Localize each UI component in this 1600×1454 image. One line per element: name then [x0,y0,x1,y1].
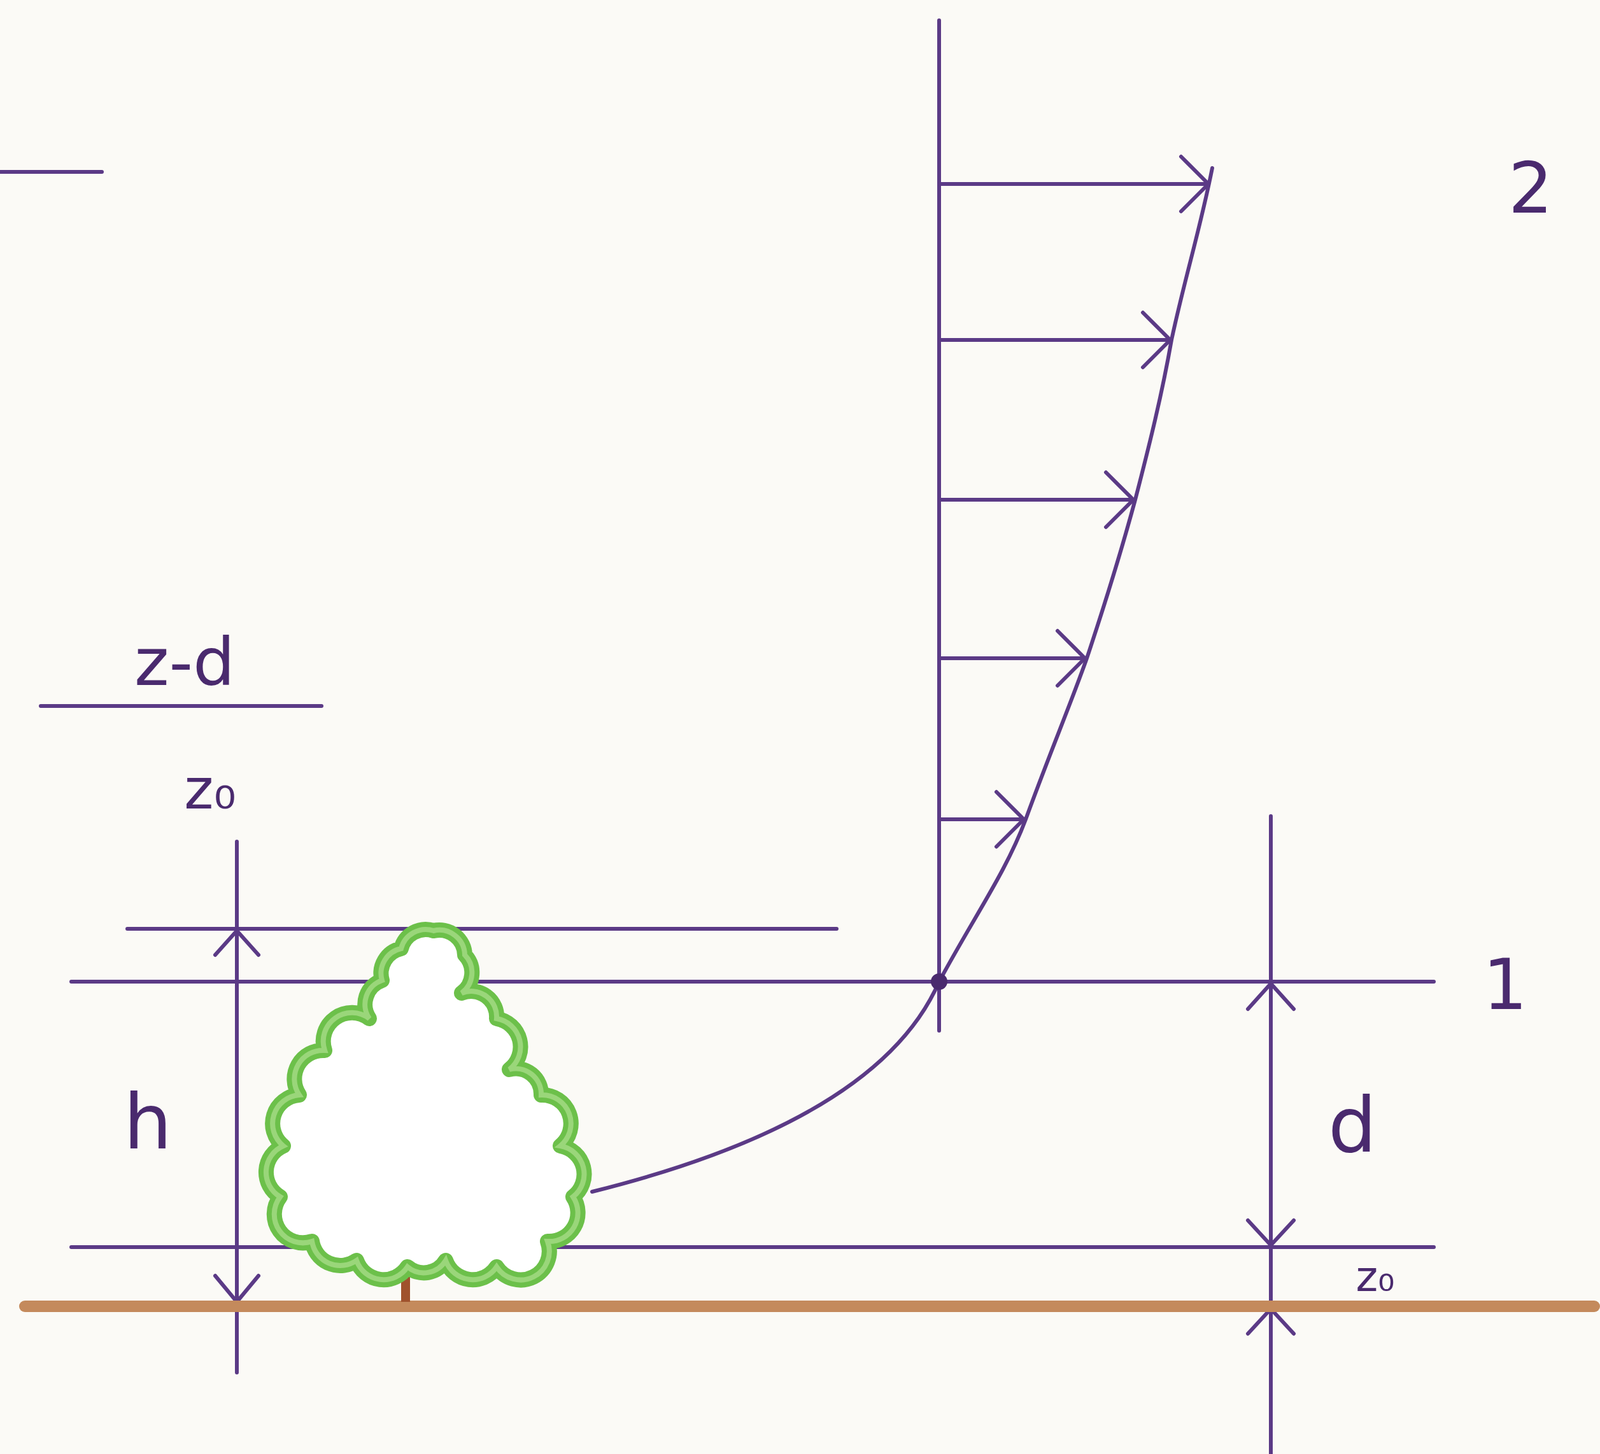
arrowhead [215,930,259,956]
height-dimension [234,841,239,1373]
level-number: 1 [1482,949,1528,1020]
arrowhead [215,1275,259,1303]
level-number: 2 [1508,153,1553,224]
tree-crown [266,929,585,1280]
profile-axis [937,20,942,1031]
velocity-arrow [939,497,1134,502]
dimension-label: z₀ [1355,1256,1395,1299]
ground [19,1300,1600,1313]
arrowhead [1057,630,1085,686]
arrowhead [1247,1309,1294,1334]
arrowhead [1105,472,1134,528]
origin-dot [930,973,948,991]
velocity-arrow [939,656,1085,661]
formula-numerator: z-d [134,629,235,696]
arrowhead [1247,1220,1294,1246]
velocity-arrow [939,817,1024,822]
tree-highlight [266,929,585,1280]
dimension-label: h [123,1084,172,1161]
velocity-arrow [939,182,1209,186]
arrowhead [996,792,1024,847]
fraction-bar [40,704,322,708]
displacement-line [71,979,1434,984]
formula-fragment [0,169,102,174]
canopy-height-line [127,927,837,931]
dimension-label: d [1328,1087,1377,1164]
arrowhead [1247,983,1294,1010]
arrowhead [1142,312,1171,368]
formula-denominator: z₀ [184,761,236,818]
roughness-line [71,1245,1434,1250]
velocity-arrow [939,338,1171,342]
log-profile-curve [592,168,1213,1192]
displacement-dimension [1268,816,1273,1454]
arrowhead [1181,156,1209,212]
